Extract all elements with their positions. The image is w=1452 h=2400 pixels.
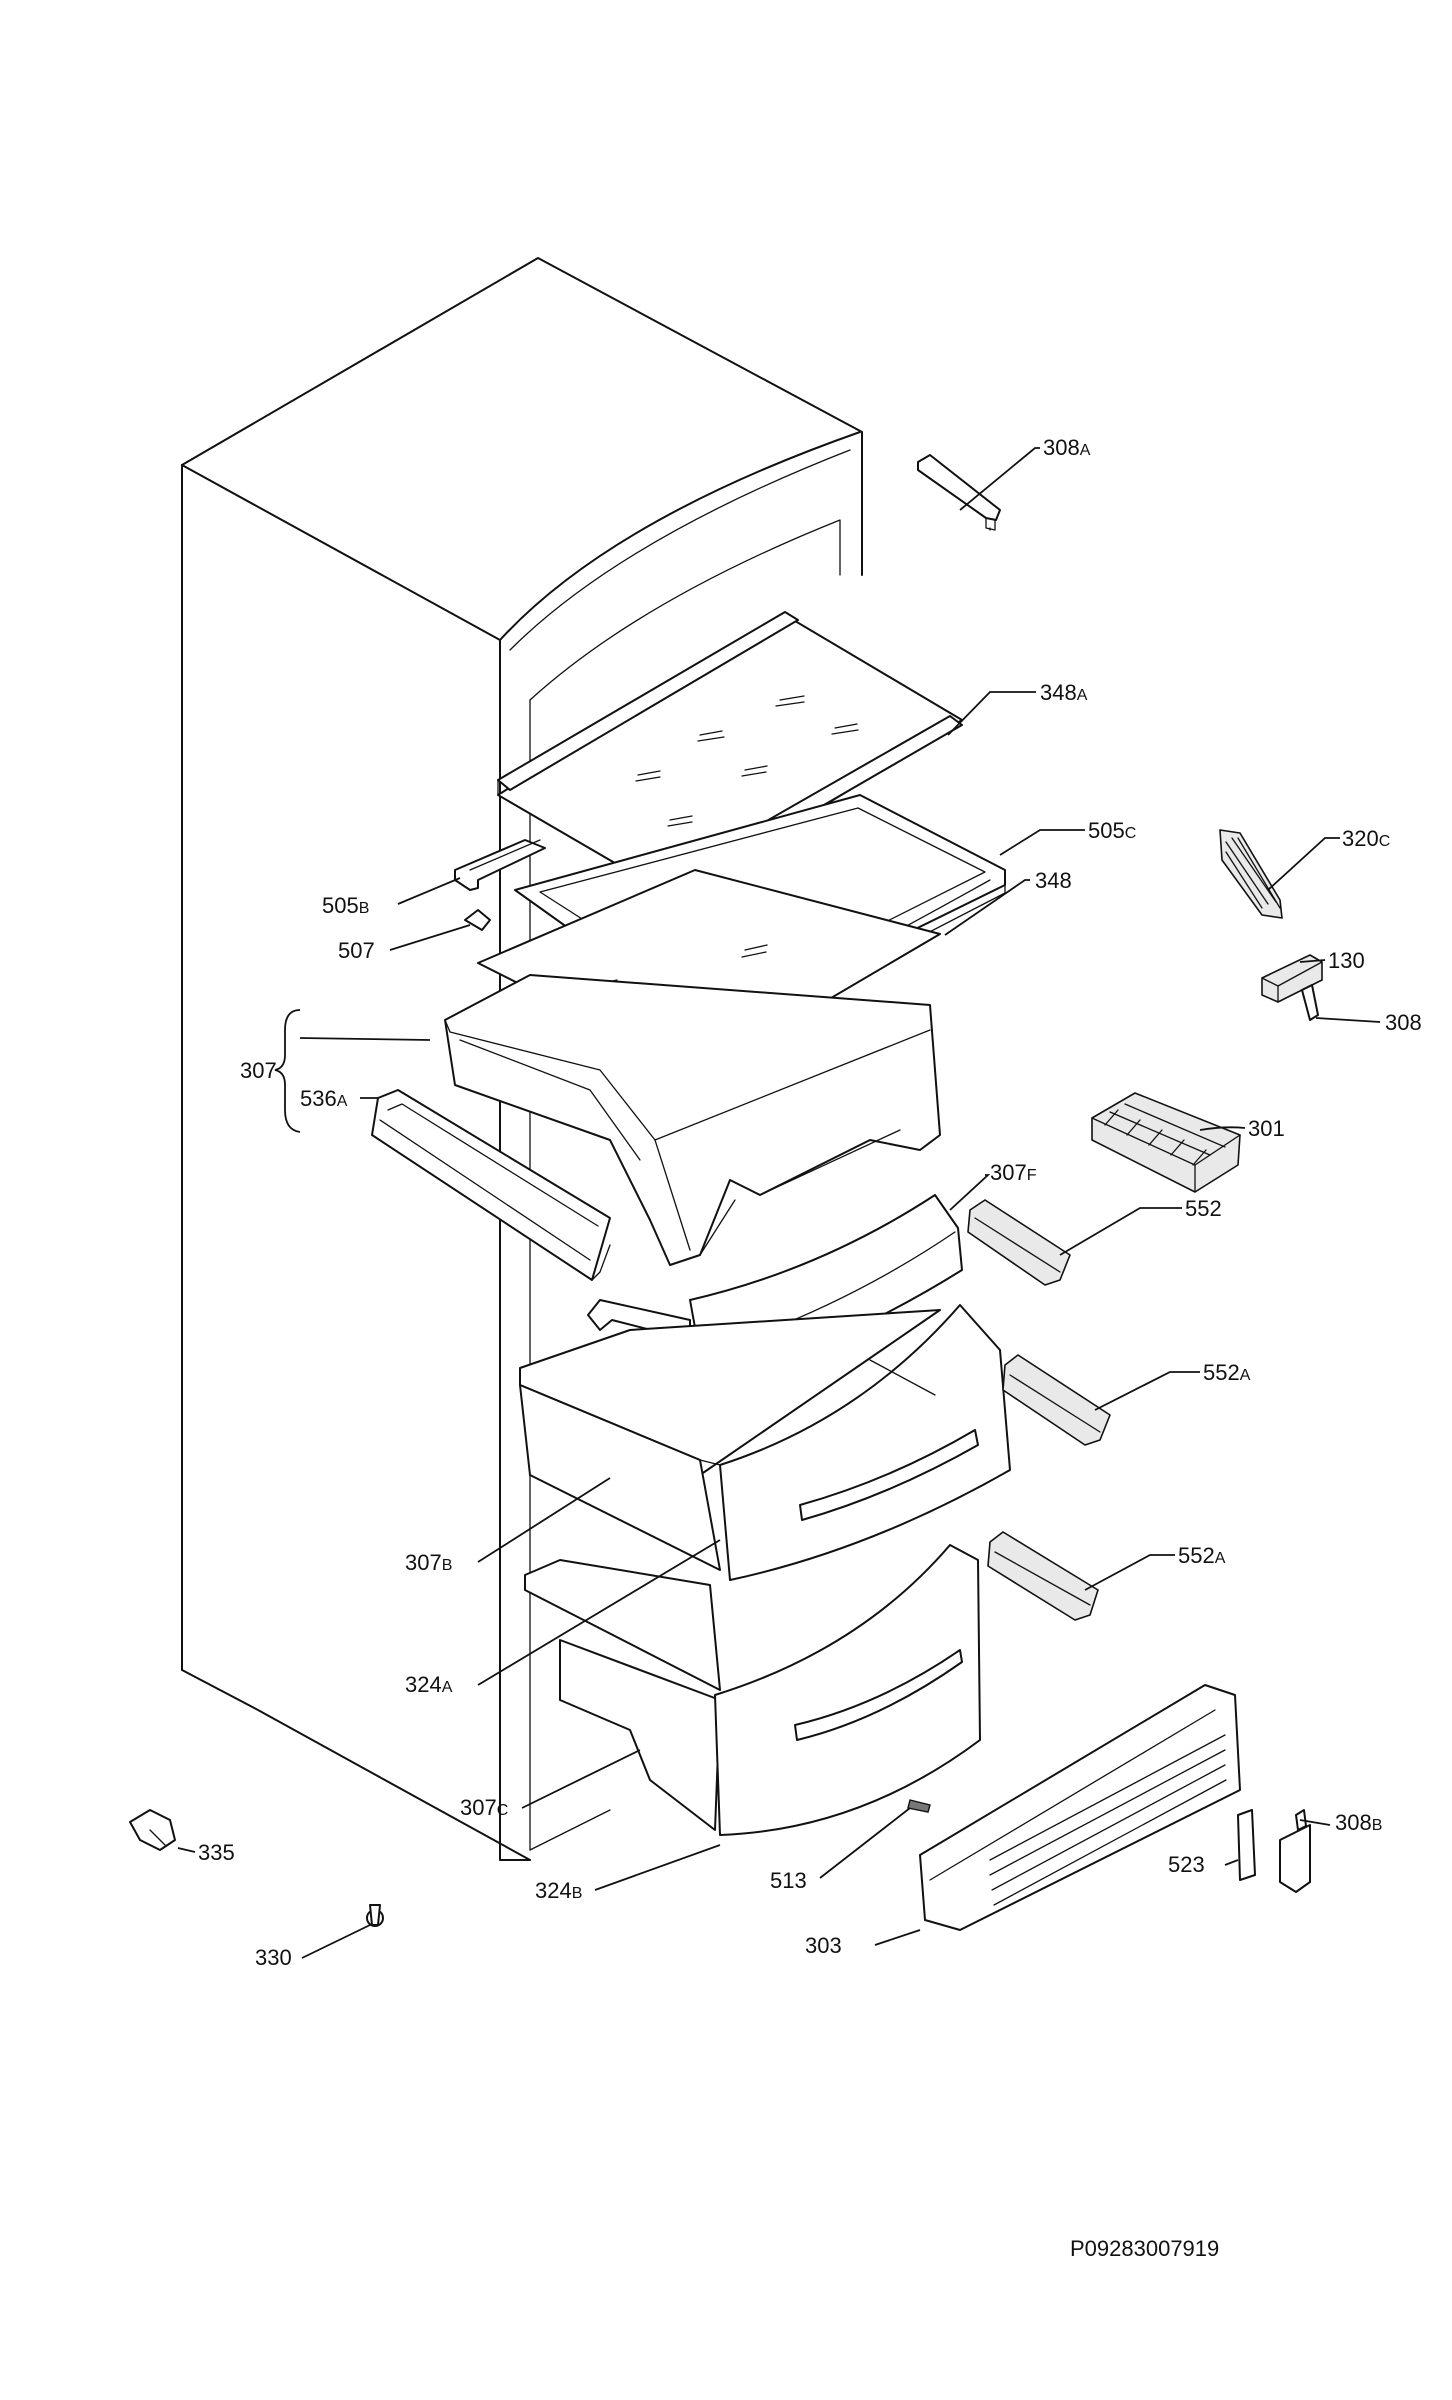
label-335: 335 [198, 1840, 235, 1865]
part-308B-bottom-hinge [1279, 1809, 1311, 1893]
part-505B-slide [454, 839, 546, 891]
part-552-runner [967, 1199, 1071, 1286]
part-552A-lower-runner [987, 1531, 1099, 1621]
label-324B: 324B [535, 1878, 582, 1903]
label-320C: 320C [1342, 826, 1390, 851]
part-552A-upper-runner [1002, 1354, 1111, 1446]
label-505C: 505C [1088, 818, 1136, 843]
label-536A: 536A [300, 1086, 348, 1111]
label-301: 301 [1248, 1116, 1285, 1141]
part-307C-lower-drawer [524, 1559, 721, 1831]
label-507: 507 [338, 938, 375, 963]
label-308: 308 [1385, 1010, 1422, 1035]
part-330-screw [366, 1904, 384, 1927]
label-303: 303 [805, 1933, 842, 1958]
label-307F: 307F [990, 1160, 1037, 1185]
callout-labels: 308A 348A 505C 320C 505B 348 507 130 308… [198, 435, 1422, 1970]
part-523-spacer [1237, 1809, 1256, 1881]
label-523: 523 [1168, 1852, 1205, 1877]
part-507-clip [464, 909, 491, 931]
label-308B: 308B [1335, 1810, 1382, 1835]
part-324B-drawer-front [714, 1544, 981, 1836]
reference-code: P09283007919 [1070, 2236, 1219, 2261]
part-301-ice-tray [1091, 1092, 1241, 1193]
part-307-crisper-bin [444, 974, 941, 1266]
part-307B-drawer [519, 1299, 1011, 1581]
part-130-hinge-bracket [1261, 954, 1323, 1003]
label-552: 552 [1185, 1196, 1222, 1221]
label-552A-upper: 552A [1203, 1360, 1251, 1385]
part-348A-glass-shelf [497, 611, 963, 899]
label-505B: 505B [322, 893, 369, 918]
label-513: 513 [770, 1868, 807, 1893]
part-536A-side-panel [371, 1089, 611, 1281]
label-324A: 324A [405, 1672, 453, 1697]
refrigerator-cabinet [181, 257, 863, 1861]
label-330: 330 [255, 1945, 292, 1970]
label-130: 130 [1328, 948, 1365, 973]
label-348A: 348A [1040, 680, 1088, 705]
part-308A-top-hinge [917, 454, 1001, 531]
label-307C: 307C [460, 1795, 508, 1820]
label-552A-lower: 552A [1178, 1543, 1226, 1568]
part-303-kickplate [919, 1684, 1241, 1931]
label-308A: 308A [1043, 435, 1091, 460]
leader-lines [177, 447, 1381, 1959]
label-307: 307 [240, 1058, 277, 1083]
label-307B: 307B [405, 1550, 452, 1575]
part-335-foot [129, 1809, 176, 1851]
part-320C-vent-grille [1219, 829, 1283, 919]
part-513-pin [907, 1799, 931, 1813]
label-348: 348 [1035, 868, 1072, 893]
part-308-hinge-pin [1301, 984, 1319, 1021]
